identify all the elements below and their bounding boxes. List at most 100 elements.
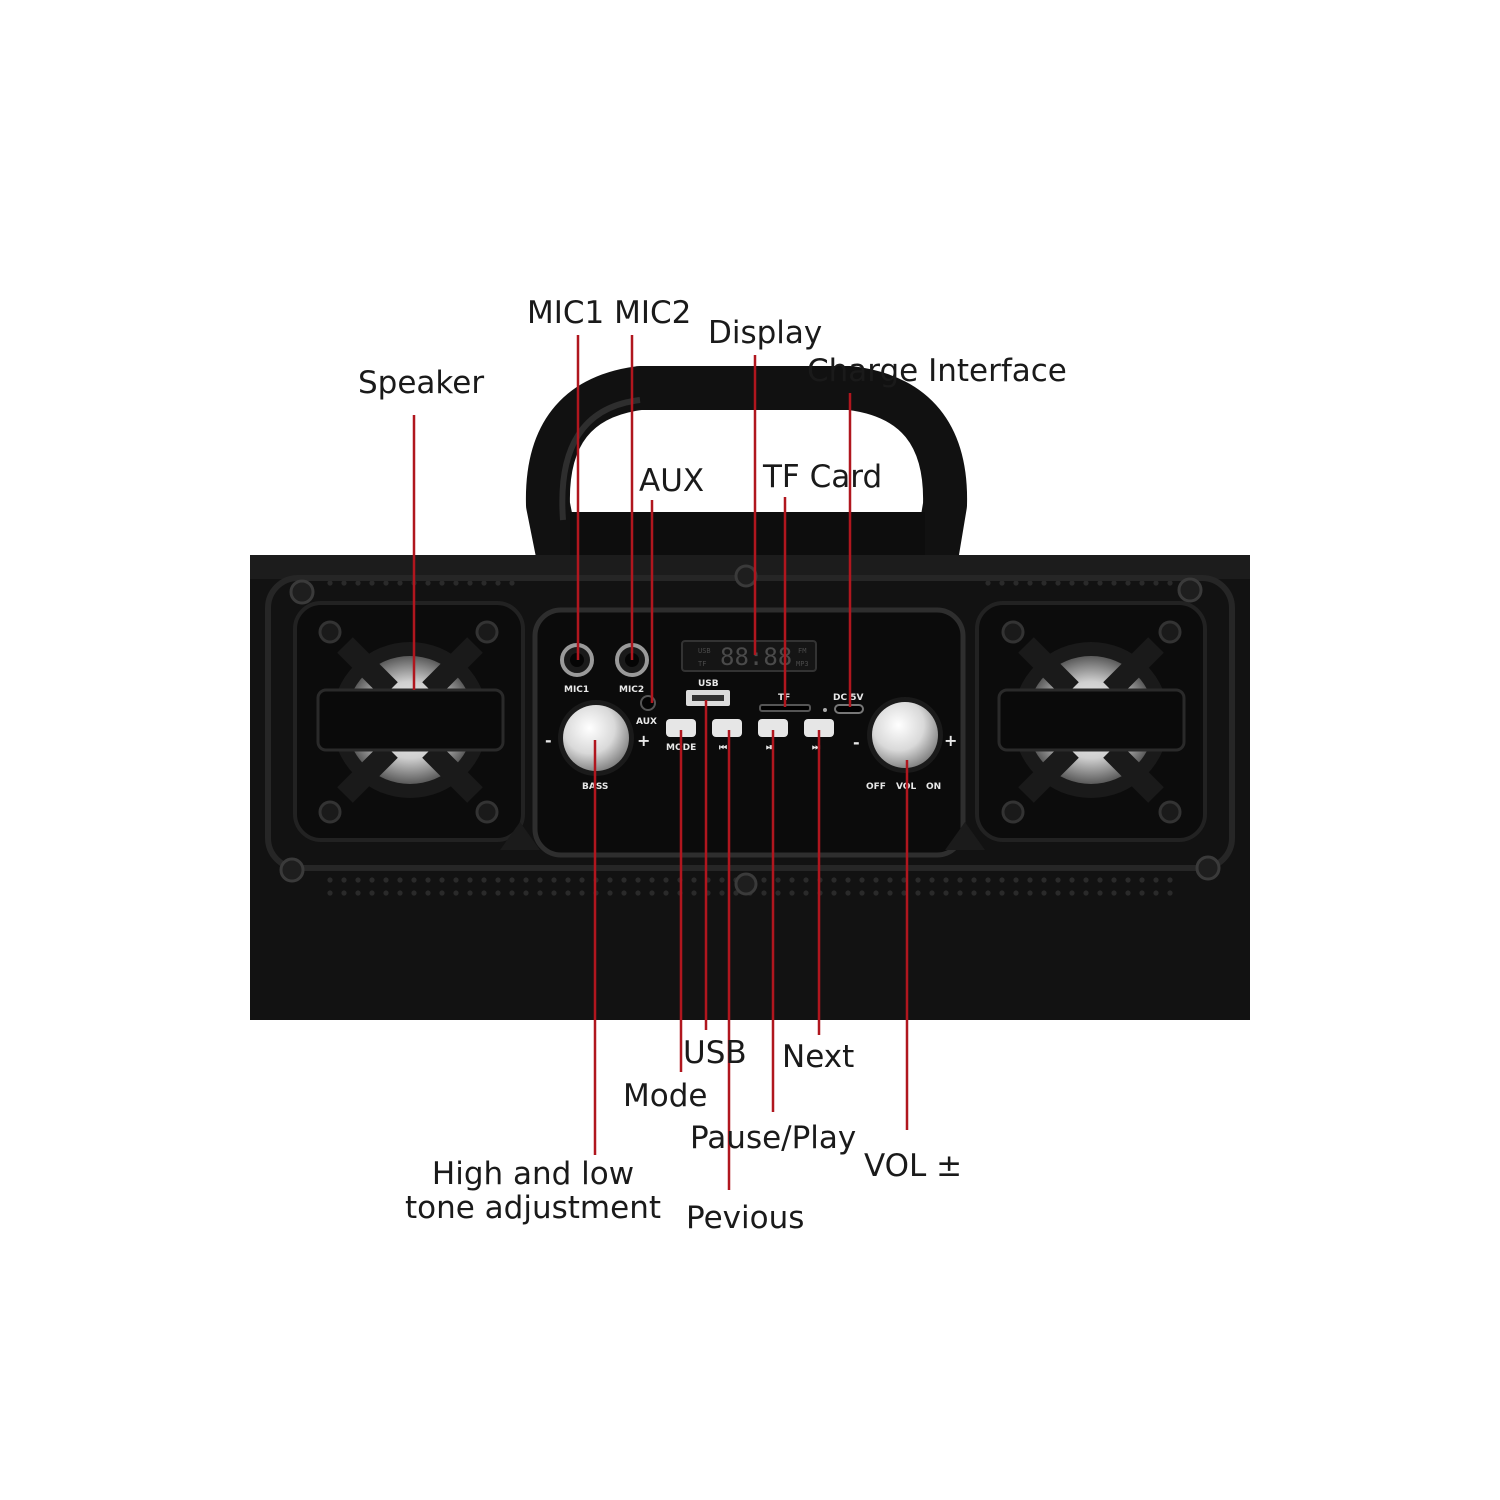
rivet	[439, 890, 445, 896]
dc5v-label: DC 5V	[833, 693, 863, 703]
rivet	[775, 877, 781, 883]
rivet	[481, 890, 487, 896]
rivet	[341, 877, 347, 883]
rivet	[341, 580, 347, 586]
rivet	[663, 877, 669, 883]
rivet	[1027, 580, 1033, 586]
previous-button[interactable]: ⏮	[712, 719, 742, 753]
mic2-label: MIC2	[619, 685, 644, 695]
rivet	[649, 877, 655, 883]
rivet	[761, 877, 767, 883]
rivet	[411, 890, 417, 896]
rivet	[439, 580, 445, 586]
rivet	[341, 890, 347, 896]
rivet	[607, 890, 613, 896]
rivet	[565, 890, 571, 896]
rivet	[355, 877, 361, 883]
rivet	[495, 580, 501, 586]
right-speaker-driver	[975, 601, 1207, 842]
rivet	[537, 877, 543, 883]
rivet	[845, 890, 851, 896]
rivet	[985, 890, 991, 896]
rivet	[523, 890, 529, 896]
callout-vol: VOL ±	[864, 1148, 963, 1184]
rivet	[859, 890, 865, 896]
rivet	[971, 877, 977, 883]
rivet	[1139, 580, 1145, 586]
bass-minus-label: -	[545, 731, 552, 750]
rivet	[383, 877, 389, 883]
carry-handle	[525, 366, 968, 587]
rivet	[383, 890, 389, 896]
rivet	[1083, 580, 1089, 586]
rivet	[383, 580, 389, 586]
status-led	[823, 708, 827, 712]
rivet	[663, 890, 669, 896]
rivet	[509, 580, 515, 586]
rivet	[887, 890, 893, 896]
rivet	[1125, 890, 1131, 896]
callout-speaker: Speaker	[358, 365, 485, 401]
rivet	[1069, 890, 1075, 896]
rivet	[1027, 877, 1033, 883]
previous-icon: ⏮	[719, 743, 727, 753]
control-panel: 88:88 USB TF FM MP3 MIC1 MIC2 AUX USB TF…	[500, 607, 985, 858]
rivet	[999, 890, 1005, 896]
lcd-fm-indicator: FM	[798, 647, 806, 655]
rivet	[1111, 877, 1117, 883]
bass-knob[interactable]	[558, 700, 634, 776]
rivet	[789, 877, 795, 883]
rivet	[327, 580, 333, 586]
next-button[interactable]: ⏭	[804, 719, 834, 753]
rivet	[999, 580, 1005, 586]
rivet	[481, 580, 487, 586]
rivet	[901, 877, 907, 883]
rivet	[425, 890, 431, 896]
lcd-tf-indicator: TF	[698, 660, 706, 668]
rivet	[943, 890, 949, 896]
rivet	[957, 890, 963, 896]
rivet	[985, 580, 991, 586]
rivet	[635, 890, 641, 896]
callout-tone-line2: tone adjustment	[404, 1190, 661, 1226]
rivet	[733, 890, 739, 896]
rivet	[369, 890, 375, 896]
rivet	[1167, 580, 1173, 586]
rivet	[537, 890, 543, 896]
callout-tone-line1: High and low	[431, 1156, 635, 1192]
rivet	[1111, 580, 1117, 586]
rivet	[621, 877, 627, 883]
rivet	[453, 890, 459, 896]
rivet	[565, 877, 571, 883]
rivet	[355, 580, 361, 586]
lcd-usb-indicator: USB	[698, 647, 711, 655]
rivet	[803, 877, 809, 883]
mic1-label: MIC1	[564, 685, 589, 695]
lcd-display: 88:88 USB TF FM MP3	[681, 640, 817, 672]
rivet	[355, 890, 361, 896]
rivet	[999, 877, 1005, 883]
rivet	[607, 877, 613, 883]
rivet	[901, 890, 907, 896]
rivet	[635, 877, 641, 883]
rivet	[943, 877, 949, 883]
rivet	[397, 890, 403, 896]
play-pause-button[interactable]: ⏯	[758, 719, 788, 753]
rivet	[523, 877, 529, 883]
rivet	[775, 890, 781, 896]
rivet	[929, 877, 935, 883]
rivet	[873, 877, 879, 883]
rivet	[915, 890, 921, 896]
rivet	[327, 890, 333, 896]
rivet	[509, 877, 515, 883]
volume-knob[interactable]	[867, 697, 943, 773]
aux-label: AUX	[636, 717, 657, 727]
usb-port-label: USB	[698, 679, 719, 689]
rivet	[887, 877, 893, 883]
rivet	[649, 890, 655, 896]
rivet	[1083, 890, 1089, 896]
rivet	[831, 877, 837, 883]
rivet	[397, 877, 403, 883]
play-pause-icon: ⏯	[766, 743, 773, 753]
screw-icons	[279, 564, 1221, 896]
